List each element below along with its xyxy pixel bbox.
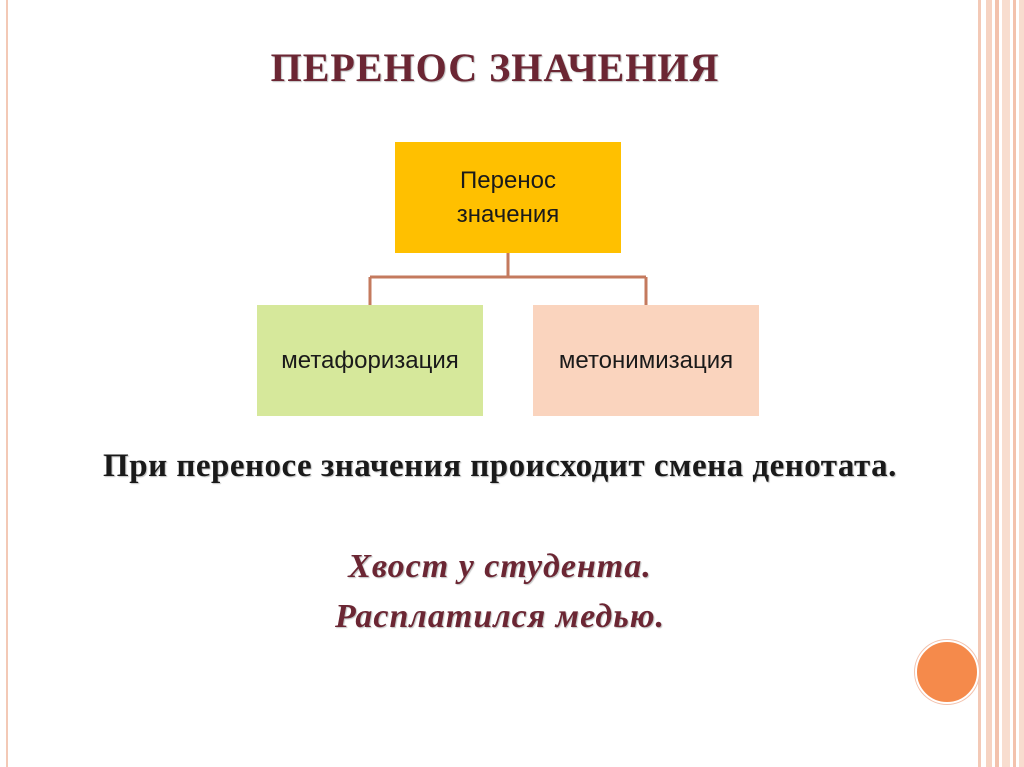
diagram-child-metonymization: метонимизация [533,305,759,416]
right-stripe [1019,0,1024,767]
diagram-root-box: Перенос значения [395,142,621,253]
child-label: метафоризация [281,346,459,374]
right-stripe [978,0,981,767]
child-label: метонимизация [558,346,734,374]
slide-title: ПЕРЕНОС ЗНАЧЕНИЯ [270,45,720,90]
root-label-line1: Перенос [460,166,556,194]
right-stripe [986,0,992,767]
statement-text: При переносе значения происходит смена д… [103,448,897,484]
example-1: Хвост у студента. [348,548,652,585]
decorative-circle [915,640,979,704]
left-border [6,0,8,767]
root-label-line2: значения [456,200,560,228]
right-stripe [1013,0,1016,767]
diagram-child-metaphorization: метафоризация [257,305,483,416]
example-2: Расплатился медью. [334,598,666,635]
right-stripe [995,0,999,767]
right-stripe [1002,0,1010,767]
